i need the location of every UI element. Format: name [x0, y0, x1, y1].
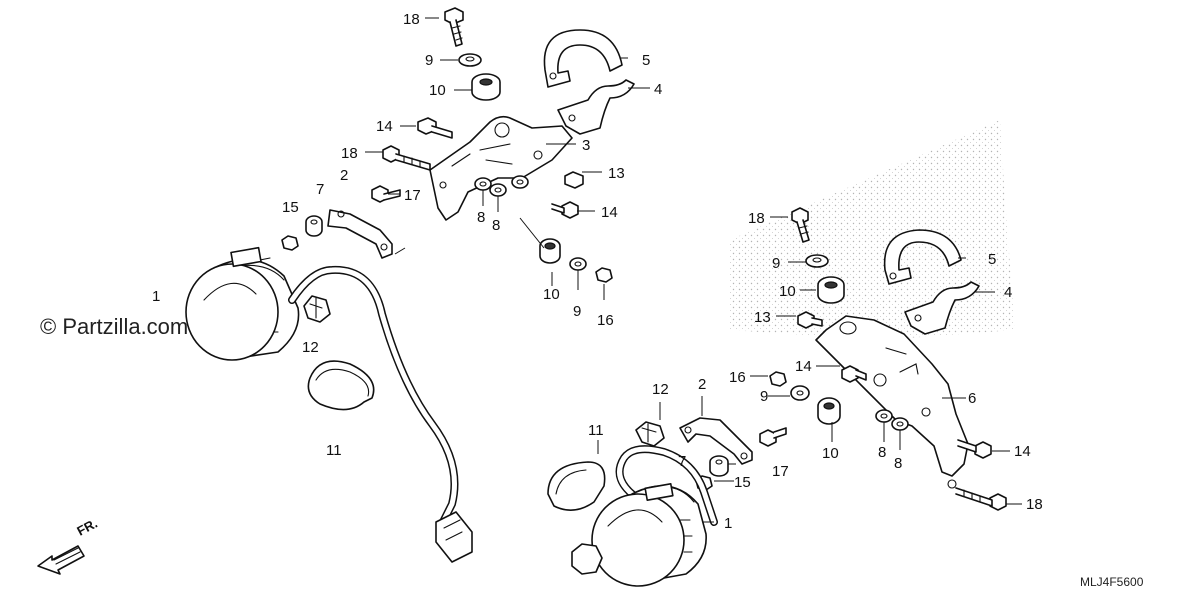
nut-16-right — [769, 371, 787, 387]
callout-14: 14 — [1014, 443, 1031, 460]
grommet-10-right-lower — [817, 397, 841, 425]
washer-8-left-a — [474, 177, 492, 191]
callout-18: 18 — [341, 145, 358, 162]
callout-14: 14 — [795, 358, 812, 375]
callout-17: 17 — [772, 463, 789, 480]
callout-1: 1 — [724, 515, 732, 532]
clamp-5-right — [883, 229, 962, 285]
callout-10: 10 — [429, 82, 446, 99]
left-assembly — [185, 7, 650, 563]
callouts-left: 18 9 10 14 18 7 2 17 15 5 4 3 13 14 8 8 … — [152, 11, 662, 459]
clamp-4-right — [904, 281, 980, 335]
direction-label: FR. — [74, 516, 100, 539]
bolt-14-right-top — [841, 365, 867, 383]
washer-9-right-lower — [790, 385, 810, 401]
washer-8-right-a — [875, 409, 893, 423]
callout-8: 8 — [894, 455, 902, 472]
spacer-15-left — [305, 215, 323, 237]
fog-lamp-1-left — [185, 246, 300, 361]
bracket-2-right — [679, 417, 753, 465]
washer-8-right-b — [891, 417, 909, 431]
callout-11: 11 — [588, 422, 604, 439]
callout-8: 8 — [477, 209, 485, 226]
grommet-10-right — [817, 276, 845, 304]
right-assembly — [547, 207, 1022, 587]
callout-9: 9 — [772, 255, 780, 272]
callout-9: 9 — [573, 303, 581, 320]
callout-15: 15 — [734, 474, 751, 491]
bolt-13-left — [564, 171, 584, 189]
clip-11-right — [547, 461, 606, 511]
spacer-7-right — [709, 455, 729, 477]
callout-8: 8 — [878, 444, 886, 461]
bolt-14-right-lower — [957, 439, 992, 459]
watermark: © Partzilla.com — [40, 314, 188, 339]
bolt-14-left-lower — [551, 201, 579, 219]
callout-10: 10 — [779, 283, 796, 300]
nut-15-left — [281, 235, 299, 251]
callout-18: 18 — [1026, 496, 1043, 513]
bolt-18-top-right — [791, 207, 810, 243]
bolt-18-right-lower — [955, 487, 1007, 511]
washer-8-left-b — [489, 183, 507, 197]
bolt-18-top-left — [444, 7, 464, 47]
callout-17: 17 — [404, 187, 421, 204]
callout-14: 14 — [376, 118, 393, 135]
callout-2: 2 — [340, 167, 348, 184]
callout-18: 18 — [403, 11, 420, 28]
grommet-10-left — [471, 73, 501, 101]
callout-13: 13 — [754, 309, 771, 326]
bolt-17-right — [759, 427, 787, 447]
connector-12-left — [303, 295, 331, 323]
callout-4: 4 — [1004, 284, 1012, 301]
callout-9: 9 — [760, 388, 768, 405]
bracket-2-left — [327, 209, 393, 259]
callout-15: 15 — [282, 199, 299, 216]
callout-16: 16 — [729, 369, 746, 386]
callout-2: 2 — [698, 376, 706, 393]
washer-9-right — [805, 254, 829, 268]
callout-5: 5 — [642, 52, 650, 69]
callout-9: 9 — [425, 52, 433, 69]
bolt-14-left-top — [417, 117, 453, 139]
nut-16-left — [595, 267, 613, 283]
callout-7: 7 — [678, 453, 686, 470]
stipple-shading — [730, 120, 1015, 340]
connector-harness-left — [435, 511, 473, 563]
callouts-right: 18 9 10 13 5 4 14 16 9 12 2 6 11 14 8 8 … — [588, 210, 1043, 532]
callout-6: 6 — [968, 390, 976, 407]
bolt-18-left-mid — [382, 145, 431, 171]
callout-18: 18 — [748, 210, 765, 227]
diagram-code: MLJ4F5600 — [1080, 575, 1144, 589]
callout-13: 13 — [608, 165, 625, 182]
callout-16: 16 — [597, 312, 614, 329]
washer-9-left — [458, 53, 482, 67]
clip-11-left — [307, 360, 375, 411]
bracket-6-right — [815, 315, 969, 489]
clamp-4-left — [557, 79, 635, 135]
bolt-17-left — [371, 185, 401, 203]
callout-12: 12 — [652, 381, 669, 398]
grommet-10-left-lower — [539, 238, 561, 264]
callout-14: 14 — [601, 204, 618, 221]
bolt-13-right — [797, 311, 823, 329]
callout-7: 7 — [316, 181, 324, 198]
callout-8: 8 — [492, 217, 500, 234]
callout-4: 4 — [654, 81, 662, 98]
callout-11: 11 — [326, 442, 342, 459]
callout-5: 5 — [988, 251, 996, 268]
callout-10: 10 — [543, 286, 560, 303]
connector-12-right — [635, 421, 665, 447]
washer-9-left-lower — [569, 257, 587, 271]
clamp-5-left — [543, 29, 623, 88]
fog-lamp-1-right — [571, 483, 707, 587]
bracket-3-left — [429, 115, 573, 221]
callout-1: 1 — [152, 288, 160, 305]
callout-12: 12 — [302, 339, 319, 356]
callout-10: 10 — [822, 445, 839, 462]
front-direction-arrow — [37, 545, 85, 575]
callout-3: 3 — [582, 137, 590, 154]
